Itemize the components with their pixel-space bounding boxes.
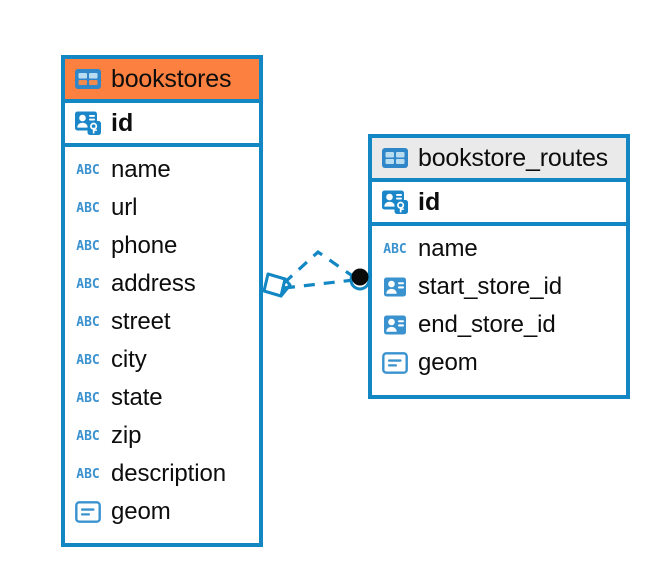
field-label: address <box>111 270 196 297</box>
field-row-url[interactable]: ABC url <box>65 189 259 227</box>
abc-icon: ABC <box>76 390 100 406</box>
entity-header-bookstore-routes[interactable]: bookstore_routes <box>372 138 626 182</box>
relationship-target-marker[interactable] <box>349 268 371 291</box>
field-row-id[interactable]: id <box>65 103 259 147</box>
field-label: start_store_id <box>418 273 563 300</box>
primary-key-icon <box>74 110 102 136</box>
field-label: street <box>111 308 171 335</box>
field-label: city <box>111 346 147 373</box>
abc-icon: ABC <box>76 352 100 368</box>
relationship-source-marker[interactable] <box>262 272 292 298</box>
field-label: geom <box>418 349 478 376</box>
geometry-icon <box>74 501 102 523</box>
relationship-line-start-store[interactable] <box>282 249 355 285</box>
relationship-line-end-store[interactable] <box>283 278 355 290</box>
field-row-name[interactable]: ABC name <box>372 230 626 268</box>
field-row-geom[interactable]: geom <box>372 344 626 382</box>
field-row-description[interactable]: ABC description <box>65 455 259 493</box>
field-row-start-store-id[interactable]: start_store_id <box>372 268 626 306</box>
field-label: zip <box>111 422 142 449</box>
field-label: geom <box>111 498 171 525</box>
field-row-city[interactable]: ABC city <box>65 341 259 379</box>
abc-icon: ABC <box>76 276 100 292</box>
field-label: state <box>111 384 163 411</box>
field-row-state[interactable]: ABC state <box>65 379 259 417</box>
primary-key-icon <box>381 189 409 215</box>
abc-icon: ABC <box>76 238 100 254</box>
foreign-key-icon <box>381 314 409 336</box>
field-row-address[interactable]: ABC address <box>65 265 259 303</box>
table-icon <box>381 146 409 170</box>
abc-icon: ABC <box>76 314 100 330</box>
field-list-bookstore-routes: ABC name start_store_id <box>372 226 626 388</box>
field-list-bookstores: ABC name ABC url ABC phone ABC address A… <box>65 147 259 537</box>
entity-header-bookstores[interactable]: bookstores <box>65 59 259 103</box>
field-label: name <box>418 235 478 262</box>
entity-title: bookstore_routes <box>418 143 608 172</box>
field-label: description <box>111 460 226 487</box>
field-label: id <box>111 108 134 137</box>
abc-icon: ABC <box>76 428 100 444</box>
geometry-icon <box>381 352 409 374</box>
field-row-zip[interactable]: ABC zip <box>65 417 259 455</box>
field-label: phone <box>111 232 178 259</box>
field-label: name <box>111 156 171 183</box>
abc-icon: ABC <box>76 466 100 482</box>
abc-icon: ABC <box>76 200 100 216</box>
field-row-phone[interactable]: ABC phone <box>65 227 259 265</box>
field-row-street[interactable]: ABC street <box>65 303 259 341</box>
foreign-key-icon <box>381 276 409 298</box>
abc-icon: ABC <box>76 162 100 178</box>
entity-title: bookstores <box>111 64 232 93</box>
field-row-id[interactable]: id <box>372 182 626 226</box>
field-row-geom[interactable]: geom <box>65 493 259 531</box>
entity-table-bookstore-routes[interactable]: bookstore_routes id <box>368 134 630 399</box>
field-row-name[interactable]: ABC name <box>65 151 259 189</box>
field-label: id <box>418 187 441 216</box>
entity-table-bookstores[interactable]: bookstores id <box>61 55 263 547</box>
field-label: end_store_id <box>418 311 556 338</box>
abc-icon: ABC <box>383 241 407 257</box>
table-icon <box>74 67 102 91</box>
field-label: url <box>111 194 138 221</box>
field-row-end-store-id[interactable]: end_store_id <box>372 306 626 344</box>
